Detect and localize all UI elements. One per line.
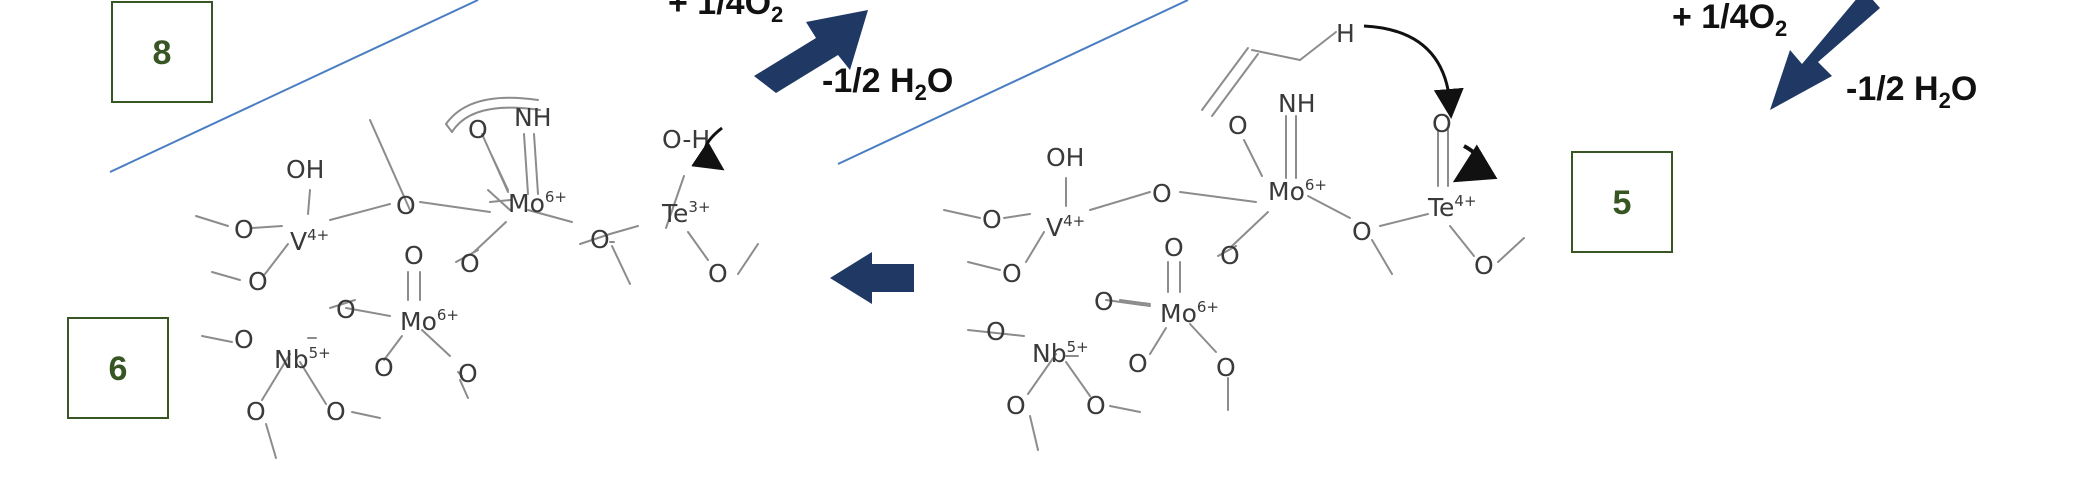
svg-text:Mo6+: Mo6+	[400, 306, 459, 336]
svg-text:8: 8	[153, 34, 172, 72]
step-label-5: 5	[1571, 151, 1673, 253]
structure-left: OH O V4+ O O O NH Mo6+ O Te3+ O-H O O O …	[195, 96, 759, 459]
step-label-6: 6	[67, 317, 169, 419]
svg-text:OH: OH	[1046, 143, 1084, 172]
svg-text:O: O	[1474, 251, 1494, 280]
svg-text:O: O	[982, 205, 1002, 234]
svg-text:OH: OH	[286, 155, 324, 184]
svg-text:O: O	[1006, 391, 1026, 420]
svg-text:O: O	[1094, 287, 1114, 316]
svg-text:Mo6+: Mo6+	[1160, 298, 1219, 328]
svg-text:O: O	[1002, 259, 1022, 288]
svg-text:O-H: O-H	[662, 125, 710, 154]
svg-text:Nb5+: Nb5+	[1032, 338, 1089, 368]
svg-text:O: O	[1216, 353, 1236, 382]
svg-text:H: H	[1336, 19, 1355, 48]
step-label-8: 8	[111, 1, 213, 103]
svg-text:NH: NH	[1278, 89, 1316, 118]
svg-text:O: O	[326, 397, 346, 426]
svg-text:O: O	[234, 325, 254, 354]
svg-text:Te4+: Te4+	[1427, 192, 1477, 222]
divider-line-right	[837, 0, 1189, 165]
h2o-label-left: -1/2 H2O	[822, 62, 953, 105]
divider-line-left	[109, 0, 479, 173]
svg-text:Mo6+: Mo6+	[508, 188, 567, 218]
svg-text:O: O	[404, 241, 424, 270]
svg-text:NH: NH	[514, 103, 552, 132]
svg-text:6: 6	[109, 350, 128, 388]
svg-text:O: O	[460, 249, 480, 278]
svg-text:Te3+: Te3+	[661, 198, 711, 228]
svg-text:O: O	[1152, 179, 1172, 208]
svg-text:O: O	[1228, 111, 1248, 140]
arrow-left	[830, 252, 914, 304]
svg-text:O: O	[708, 259, 728, 288]
svg-text:O: O	[1432, 109, 1452, 138]
svg-text:O: O	[1220, 241, 1240, 270]
svg-text:O: O	[986, 317, 1006, 346]
svg-text:V4+: V4+	[290, 226, 329, 256]
structure-right: OH O V4+ O O O NH Mo6+ O Te4+ O H O O O …	[943, 19, 1525, 451]
svg-text:O: O	[1352, 217, 1372, 246]
svg-text:O: O	[468, 115, 488, 144]
svg-text:O: O	[336, 295, 356, 324]
svg-text:O: O	[234, 215, 254, 244]
svg-text:O: O	[396, 191, 416, 220]
o2-label-left: + 1/4O2	[668, 0, 783, 27]
o2-label-right: + 1/4O2	[1672, 0, 1787, 41]
svg-text:V4+: V4+	[1046, 212, 1085, 242]
svg-text:O: O	[1164, 233, 1184, 262]
arrow-up-right	[754, 10, 868, 93]
h2o-label-right: -1/2 H2O	[1846, 70, 1977, 113]
svg-text:O: O	[1086, 391, 1106, 420]
svg-text:O: O	[374, 353, 394, 382]
svg-text:Nb5+: Nb5+	[274, 344, 331, 374]
svg-text:O: O	[1128, 349, 1148, 378]
svg-text:O: O	[590, 225, 610, 254]
svg-text:O: O	[458, 359, 478, 388]
svg-text:O: O	[246, 397, 266, 426]
arrow-down-left	[1770, 0, 1880, 110]
svg-text:5: 5	[1613, 184, 1632, 222]
svg-text:O: O	[248, 267, 268, 296]
svg-text:Mo6+: Mo6+	[1268, 176, 1327, 206]
